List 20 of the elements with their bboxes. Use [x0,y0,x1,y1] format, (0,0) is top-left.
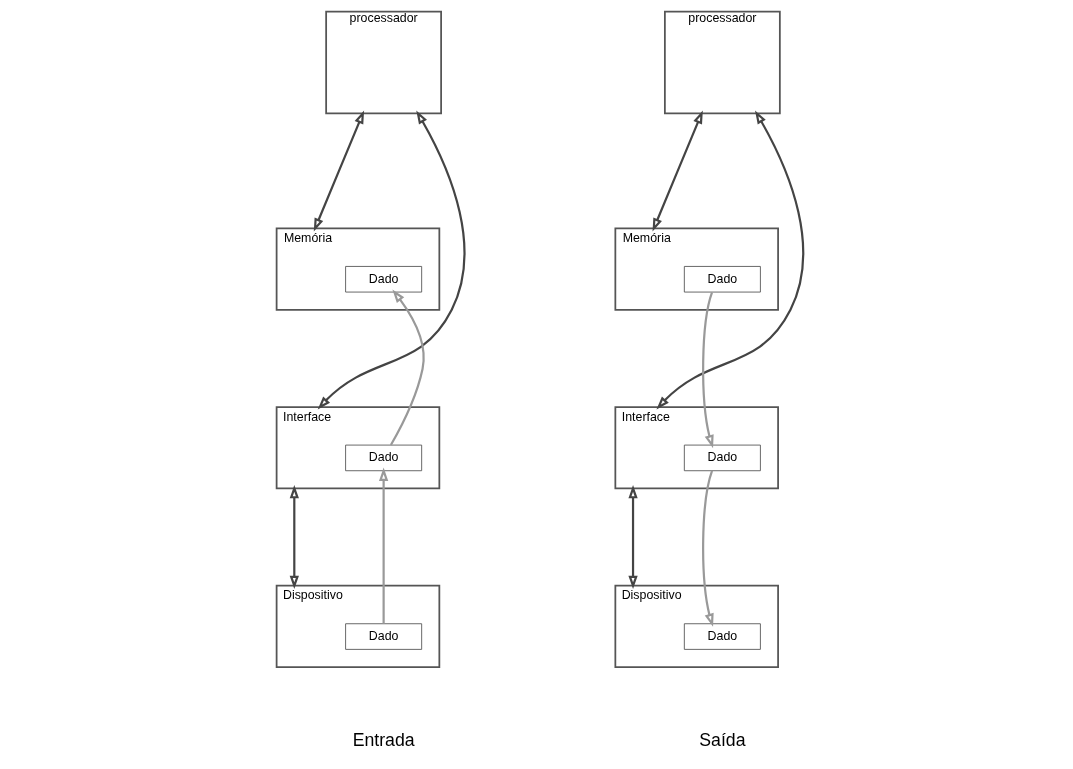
arrow [289,485,299,590]
node-box: Dado [683,266,761,293]
label: Entrada [352,729,415,750]
arrow [656,110,805,410]
node-box: Dado [345,444,423,472]
node-box: Dado [345,623,423,650]
node-box: processador [325,10,442,115]
node-box: processador [664,10,781,115]
arrow [378,467,389,624]
arrow [313,110,365,232]
node-box: Dado [683,444,761,472]
node-box: Dado [345,266,423,293]
arrow [389,289,425,446]
arrow [702,470,714,627]
node-box: Dado [683,623,761,650]
arrow [628,485,638,590]
arrow [652,110,703,232]
label: Saída [699,729,746,750]
arrow [317,110,466,410]
arrow [702,292,714,449]
